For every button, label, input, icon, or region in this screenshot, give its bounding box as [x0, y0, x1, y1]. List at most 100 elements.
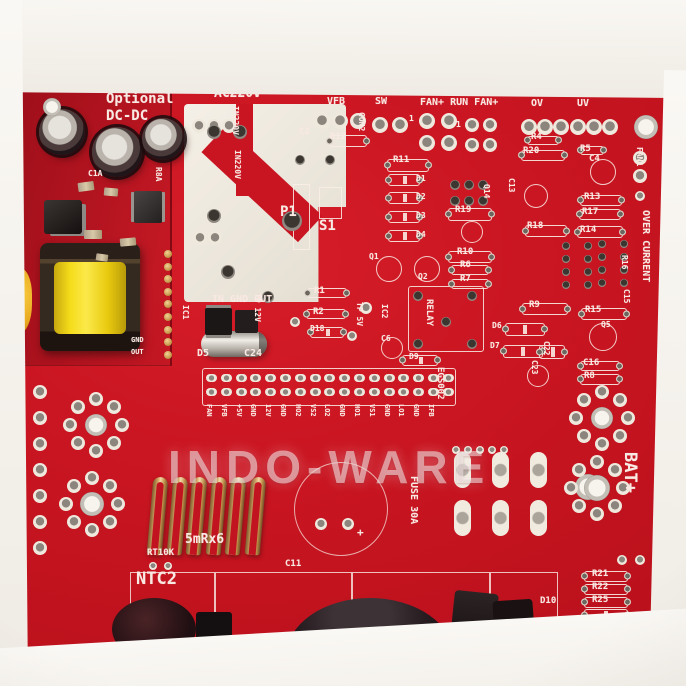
resistor-footprint: [574, 226, 626, 238]
fuse-pad: [530, 500, 547, 536]
silkscreen-label: C15: [622, 289, 631, 304]
silkscreen-label: IN GND OUT: [212, 294, 273, 305]
solder-pad: [164, 562, 172, 570]
footprint-pad: [384, 161, 391, 169]
solder-pad: [617, 555, 627, 565]
silkscreen-label: D1: [416, 174, 426, 183]
footprint-pad: [488, 210, 495, 218]
solder-pad: [315, 518, 327, 530]
resistor-footprint: [581, 596, 631, 608]
diode-footprint: [385, 230, 423, 242]
resistor-footprint: [578, 308, 630, 320]
silkscreen-label: Q2: [418, 272, 428, 281]
round-footprint: [524, 184, 548, 208]
ic-pad: [478, 196, 488, 206]
solder-pad: [570, 119, 586, 135]
footprint-pad: [616, 362, 623, 370]
silkscreen-label: DC-DC: [106, 108, 149, 124]
resistor-footprint: [326, 135, 370, 147]
footprint-pad: [561, 151, 568, 159]
silkscreen-label: OVER CURRENT: [640, 210, 651, 283]
ic-pad: [584, 268, 592, 276]
header-pad: [220, 388, 232, 396]
resistor-footprint: [445, 207, 495, 221]
header-pad: [428, 374, 439, 382]
silkscreen-label: R1: [314, 286, 325, 296]
footprint-pad: [564, 305, 571, 313]
footprint-pad: [434, 356, 441, 364]
ic-pad: [562, 281, 570, 289]
solder-pad: [590, 455, 604, 469]
smd-component: [84, 230, 102, 239]
silkscreen-label: R20: [523, 146, 540, 156]
solder-pad: [342, 518, 354, 530]
footprint-pad: [416, 176, 423, 184]
footprint-pad: [500, 347, 507, 355]
pin-label: HO2: [293, 404, 302, 417]
silkscreen-label: R15: [585, 305, 602, 315]
silkscreen-label: IC2: [380, 304, 389, 319]
fuse-pad: [454, 452, 471, 488]
footprint-pad: [576, 210, 583, 218]
solder-pad: [571, 462, 586, 477]
silkscreen-label: S1: [319, 218, 336, 234]
footprint-pad: [363, 137, 370, 145]
silkscreen-label: R2: [313, 307, 324, 317]
smd-ic1-chip-2: [235, 310, 258, 333]
s1-switch-footprint: [319, 187, 342, 219]
solder-pad: [103, 515, 118, 530]
solder-pad: [419, 135, 435, 151]
round-footprint: [589, 323, 617, 351]
resistor-footprint: [577, 194, 625, 206]
pin-label: GND: [338, 404, 347, 417]
header-pad: [265, 388, 277, 396]
silkscreen-label: RT10K: [147, 548, 175, 558]
pin-label: VS1: [367, 404, 376, 417]
silkscreen-label: NTC2: [136, 569, 177, 589]
solder-pad: [33, 411, 47, 425]
silkscreen-label: R11: [393, 155, 410, 165]
silkscreen-label: FAN1: [635, 147, 644, 167]
module-castellation-pin: [164, 300, 172, 309]
diode-band: [418, 356, 423, 364]
header-pad: [235, 388, 247, 396]
diode-footprint: [385, 174, 423, 186]
solder-pad: [392, 117, 408, 133]
header-pad: [442, 374, 454, 382]
diode-band: [402, 176, 407, 184]
module-castellation-pin: [164, 338, 172, 347]
diode-footprint: [307, 326, 347, 338]
round-footprint: [527, 365, 549, 387]
diode-footprint: [536, 345, 568, 359]
resistor-footprint: [445, 251, 495, 263]
pin-label: HO1: [353, 404, 361, 417]
silkscreen-label: R4: [531, 132, 542, 142]
header-pad: [206, 388, 217, 396]
footprint-pad: [502, 325, 509, 333]
footprint-pad: [385, 194, 392, 202]
header-pad: [280, 374, 291, 382]
footprint-pad: [600, 146, 607, 154]
solder-pad-dark: [295, 155, 305, 165]
footprint-pad: [304, 289, 311, 297]
resistor-footprint: [304, 288, 350, 298]
solder-pad: [521, 119, 537, 135]
photo-background-top: [0, 0, 686, 99]
solder-pad: [576, 429, 591, 444]
mounting-hole: [584, 475, 610, 501]
footprint-pad: [541, 325, 548, 333]
solder-pad: [465, 118, 479, 132]
pin-label: VFB: [219, 404, 228, 417]
solder-pad: [483, 138, 497, 152]
solder-pad: [85, 523, 99, 537]
ic-pad: [562, 255, 570, 263]
solder-pad-dark: [207, 125, 221, 139]
silkscreen-label: Optional: [106, 91, 174, 107]
silkscreen-label: R21: [592, 569, 609, 579]
module-castellation-pin: [164, 287, 172, 296]
fuse-pad: [454, 500, 471, 536]
footprint-pad: [399, 356, 406, 364]
silkscreen-label: R5: [580, 144, 591, 154]
diode-footprint: [502, 322, 548, 336]
round-footprint: [414, 256, 440, 282]
